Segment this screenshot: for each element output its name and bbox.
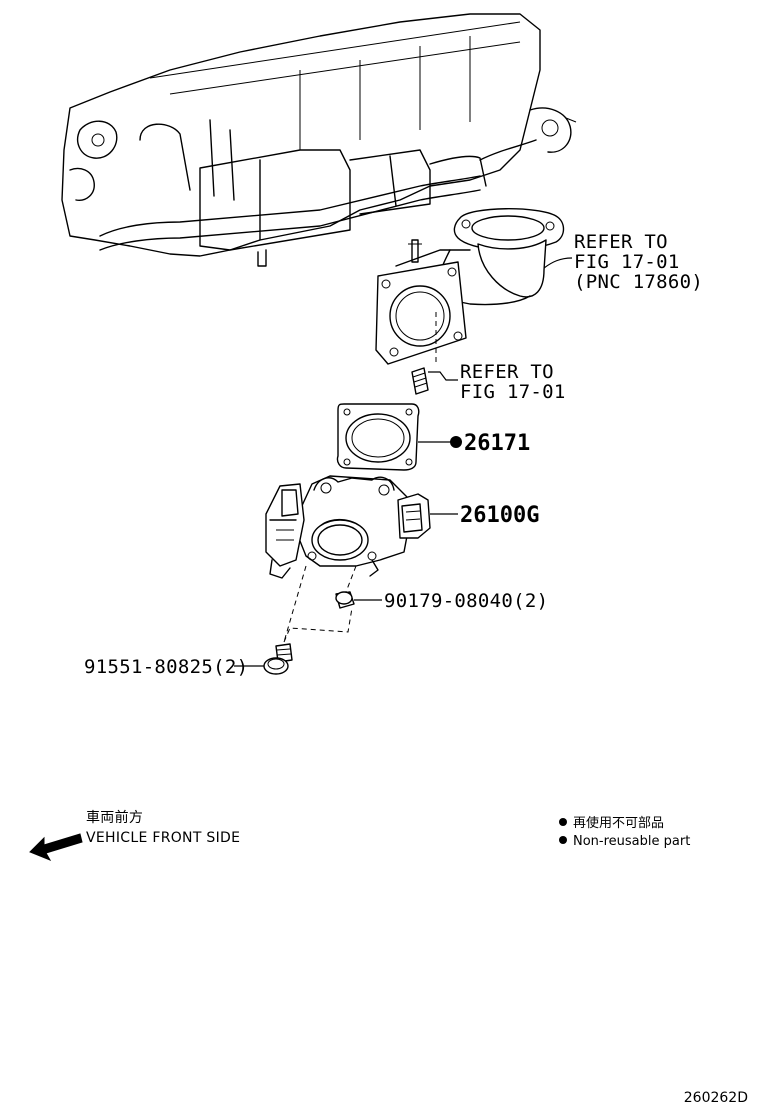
non-reusable-marker-icon xyxy=(450,436,462,448)
legend-item-en: Non-reusable part xyxy=(573,834,690,849)
callout-refer-line2: FIG 17-01 xyxy=(574,251,680,273)
legend-bullet-icon xyxy=(559,818,567,826)
arrow-left-down-icon xyxy=(29,833,83,861)
callout-gasket: 26171 xyxy=(450,431,530,456)
callout-refer-line3: (PNC 17860) xyxy=(574,271,703,293)
callout-refer-fig: REFER TO FIG 17-01 xyxy=(460,361,566,403)
small-bolt-illustration xyxy=(335,591,355,609)
callout-refer2-line1: REFER TO xyxy=(460,361,554,383)
gasket-illustration xyxy=(336,403,420,471)
gasket-part-number: 26171 xyxy=(464,431,530,456)
direction-label-jp: 車両前方 xyxy=(86,809,143,826)
alignment-guides xyxy=(283,565,357,643)
intake-elbow-illustration xyxy=(375,208,565,365)
figure-id: 260262D xyxy=(684,1090,748,1106)
throttle-body-illustration xyxy=(265,475,431,579)
callout-refer-line1: REFER TO xyxy=(574,231,668,253)
vehicle-front-direction: 車両前方 VEHICLE FRONT SIDE xyxy=(29,809,240,861)
bolt-left-part-number: 91551-80825(2) xyxy=(84,656,248,678)
legend: 再使用不可部品 Non-reusable part xyxy=(559,815,690,849)
flange-bolt-illustration xyxy=(263,643,293,675)
throttle-body-part-number: 26100G xyxy=(460,503,539,528)
legend-bullet-icon xyxy=(559,836,567,844)
legend-item-jp: 再使用不可部品 xyxy=(573,815,664,831)
engine-intake-assembly-illustration xyxy=(61,13,577,267)
leader-lines xyxy=(234,257,573,667)
bolt-right-part-number: 90179-08040(2) xyxy=(384,590,548,612)
callout-refer-fig-pnc: REFER TO FIG 17-01 (PNC 17860) xyxy=(574,231,703,293)
callout-refer2-line2: FIG 17-01 xyxy=(460,381,566,403)
direction-label-en: VEHICLE FRONT SIDE xyxy=(86,830,240,846)
stud-bolt-illustration xyxy=(411,367,429,395)
